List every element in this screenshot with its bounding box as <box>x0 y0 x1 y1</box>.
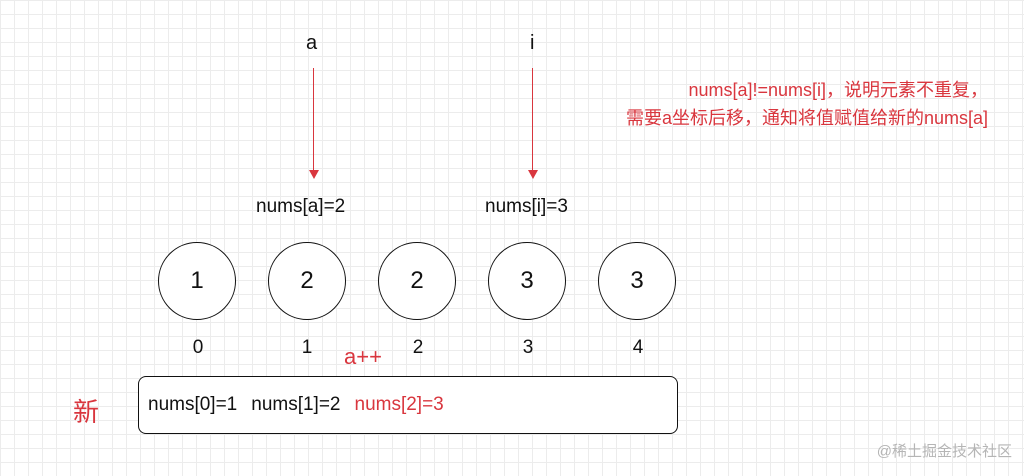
array-cell-4: 3 <box>598 242 676 320</box>
new-array-box: nums[0]=1 nums[1]=2 nums[2]=3 <box>138 376 678 434</box>
i-value-label: nums[i]=3 <box>485 196 568 217</box>
pointer-i-label: i <box>530 32 535 54</box>
new-array-label: 新 <box>73 397 100 427</box>
array-index-1: 1 <box>301 337 313 358</box>
array-cell-0: 1 <box>158 242 236 320</box>
array-cell-1: 2 <box>268 242 346 320</box>
pointer-a-label: a <box>306 32 318 54</box>
a-value-label: nums[a]=2 <box>256 196 346 217</box>
array-value-3: 3 <box>520 267 534 294</box>
array-value-0: 1 <box>190 267 204 294</box>
array-index-4: 4 <box>632 337 644 358</box>
watermark: @稀土掘金技术社区 <box>876 443 1012 460</box>
array-index-3: 3 <box>522 337 534 358</box>
result-item-1: nums[1]=2 <box>251 394 341 415</box>
annotation-line-2: 需要a坐标后移，通知将值赋值给新的nums[a] <box>625 108 988 128</box>
array-cell-3: 3 <box>488 242 566 320</box>
annotation-note: nums[a]!=nums[i]，说明元素不重复， 需要a坐标后移，通知将值赋值… <box>626 76 988 132</box>
a-increment-label: a++ <box>344 344 382 369</box>
array-cell-2: 2 <box>378 242 456 320</box>
array-value-2: 2 <box>410 267 424 294</box>
array-index-2: 2 <box>412 337 424 358</box>
array-index-0: 0 <box>192 337 204 358</box>
array-value-4: 3 <box>630 267 644 294</box>
array-value-1: 2 <box>300 267 314 294</box>
result-item-0: nums[0]=1 <box>148 394 238 415</box>
annotation-line-1: nums[a]!=nums[i]，说明元素不重复， <box>688 80 988 100</box>
result-item-2: nums[2]=3 <box>354 394 444 415</box>
